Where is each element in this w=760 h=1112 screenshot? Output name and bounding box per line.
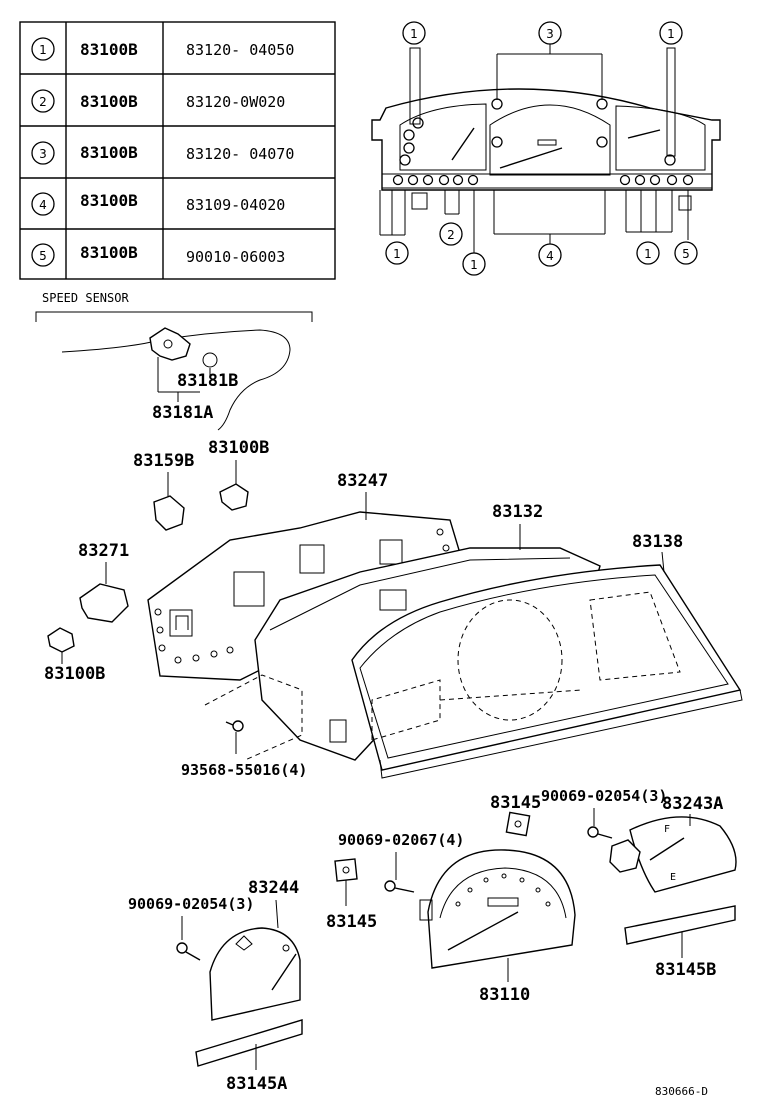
plug-83145-top: 83145 [490,793,541,837]
label-83247: 83247 [337,471,388,491]
legend-row-1: 1 83100B 83120- 04050 [31,37,294,61]
legend-row-number: 5 [39,249,47,263]
speedometer-83110: 83110 [419,849,576,1005]
legend-row-value: 83120- 04070 [186,145,294,163]
label-83271: 83271 [78,541,129,561]
callout-top-3: 3 [538,21,562,45]
legend-row-2: 2 83100B 83120-0W020 [31,89,285,113]
label-90069-02067: 90069-02067(4) [338,831,464,849]
gauge-83244: 83244 90069-02054(3) 83145A [128,878,303,1094]
legend-row-4: 4 83100B 83109-04020 [31,191,285,216]
buzzer-83271 [79,583,129,623]
switch-83159B [153,495,185,531]
callout-bottom-1c: 1 [636,241,660,265]
callout-bottom-1: 1 [385,241,409,265]
legend-row-number: 1 [39,43,47,57]
svg-text:5: 5 [682,247,690,261]
legend-table: 1 83100B 83120- 04050 2 83100B 83120-0W0… [19,21,336,280]
callout-top-1: 1 [402,21,426,45]
label-90069-02054-left: 90069-02054(3) [128,895,254,913]
label-83110: 83110 [479,985,530,1005]
legend-row-part: 83100B [80,40,138,59]
legend-row-value: 83109-04020 [186,196,285,214]
svg-text:1: 1 [667,27,675,41]
svg-text:3: 3 [546,27,554,41]
label-83132: 83132 [492,502,543,522]
label-83159B: 83159B [133,451,194,471]
screw-93568: 93568-55016(4) [181,674,307,779]
legend-row-number: 3 [39,147,47,161]
legend-row-part: 83100B [80,92,138,111]
legend-row-number: 2 [39,95,47,109]
legend-row-part: 83100B [80,191,138,210]
legend-row-3: 3 83100B 83120- 04070 [31,141,294,165]
callout-bottom-4: 4 [538,243,562,267]
gauge-e-mark: E [670,872,676,883]
speed-sensor-oring [202,352,218,368]
callout-bottom-1b: 1 [462,252,486,276]
label-83145A: 83145A [226,1074,287,1094]
strip-83145B [624,905,736,945]
lens-83138: 83138 [351,532,743,779]
label-83100B-top: 83100B [208,438,269,458]
svg-text:4: 4 [546,249,554,263]
label-83145B: 83145B [655,960,716,980]
label-83243A: 83243A [662,794,723,814]
svg-text:1: 1 [393,247,401,261]
svg-text:2: 2 [447,228,455,242]
speed-sensor-section: SPEED SENSOR 83181B 83181A [35,291,313,431]
label-83244: 83244 [248,878,299,898]
label-93568: 93568-55016(4) [181,761,307,779]
gauge-f-mark: F [664,824,670,835]
bulb-socket-83100B-top [219,483,249,511]
label-83100B-left: 83100B [44,664,105,684]
legend-row-part: 83100B [80,143,138,162]
label-83181B: 83181B [177,371,238,391]
small-parts-left: 83159B 83100B 83271 83100B [44,438,269,684]
speed-sensor-title: SPEED SENSOR [42,291,129,305]
speed-sensor-body [149,327,191,361]
label-83138: 83138 [632,532,683,552]
bulb-location-diagram: 1 3 1 1 2 1 4 1 [371,21,721,276]
label-83181A: 83181A [152,403,213,423]
svg-text:1: 1 [644,247,652,261]
strip-83145A [195,1019,303,1067]
callout-top-1b: 1 [659,21,683,45]
label-83145-left: 83145 [326,912,377,932]
gauge-83243A: 83243A 90069-02054(3) F E 83145B [541,787,737,980]
label-90069-02054-right: 90069-02054(3) [541,787,667,805]
legend-row-value: 83120- 04050 [186,41,294,59]
callout-bottom-5: 5 [674,241,698,265]
callout-bottom-2: 2 [439,222,463,246]
legend-row-number: 4 [39,198,47,212]
legend-row-value: 90010-06003 [186,248,285,266]
legend-row-value: 83120-0W020 [186,93,285,111]
legend-row-part: 83100B [80,243,138,262]
svg-text:1: 1 [470,258,478,272]
label-83145-top: 83145 [490,793,541,813]
bulb-socket-83100B-left [47,627,75,653]
svg-text:1: 1 [410,27,418,41]
drawing-code: 830666-D [655,1085,708,1098]
plug-83145-left: 83145 [326,858,377,932]
legend-row-5: 5 83100B 90010-06003 [31,243,285,267]
screw-90069-02067: 90069-02067(4) [338,831,464,893]
